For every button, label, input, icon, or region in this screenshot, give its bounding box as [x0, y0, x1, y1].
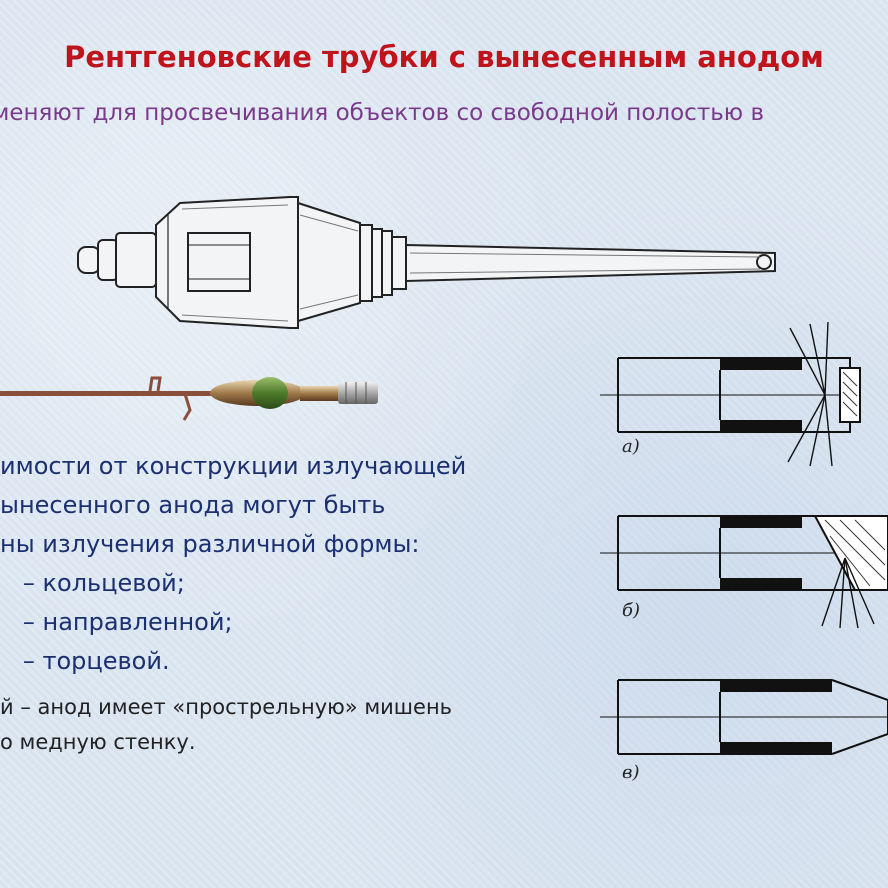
caption-v: в): [622, 762, 640, 783]
body-line: – направленной;: [0, 608, 233, 636]
page-subtitle: меняют для просвечивания объектов со сво…: [0, 100, 764, 126]
body-line: ны излучения различной формы:: [0, 530, 420, 558]
body-line: – кольцевой;: [0, 569, 185, 597]
caption-b: б): [622, 600, 641, 621]
xray-tube-drawing-icon: [77, 196, 776, 329]
note-line: о медную стенку.: [0, 730, 196, 754]
anode-directional-diagram-icon: [600, 515, 888, 629]
note-line: й – анод имеет «прострельную» мишень: [0, 695, 453, 719]
xray-tube-photo-icon: [0, 376, 378, 421]
caption-a: а): [622, 436, 640, 457]
body-line: – торцевой.: [0, 647, 170, 675]
anode-ring-diagram-icon: [600, 321, 861, 467]
body-text: имости от конструкции излучающей ынесенн…: [0, 447, 540, 681]
anode-end-diagram-icon: [600, 679, 888, 755]
note-text: й – анод имеет «прострельную» мишень о м…: [0, 690, 560, 760]
page-title: Рентгеновские трубки с вынесенным анодом: [64, 40, 824, 74]
body-line: ынесенного анода могут быть: [0, 491, 386, 519]
body-line: имости от конструкции излучающей: [0, 452, 467, 480]
